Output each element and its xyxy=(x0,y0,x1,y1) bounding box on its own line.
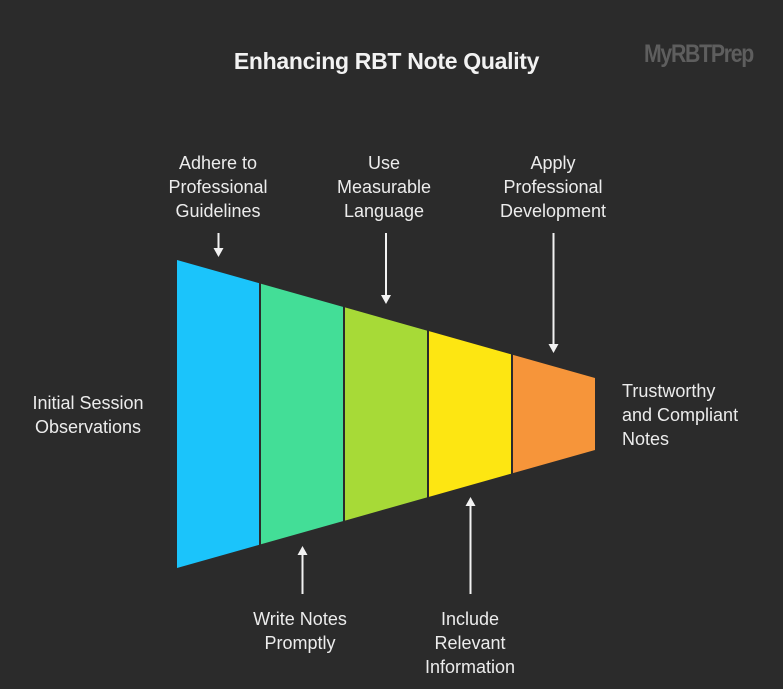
stage-label-line: Use xyxy=(367,153,400,173)
arrow-down-icon xyxy=(213,233,224,257)
start-label-line: Initial Session xyxy=(32,393,144,413)
arrow-up-icon xyxy=(465,497,476,594)
funnel-segment xyxy=(177,260,259,568)
end-label-line: and Compliant xyxy=(622,405,739,425)
stage-label-line: Professional xyxy=(168,177,268,197)
stage-label-line: Relevant xyxy=(434,633,506,653)
stage-label-adhere: Adhere to Professional Guidelines xyxy=(148,151,288,223)
stage-label-relevant: Include Relevant Information xyxy=(400,607,540,679)
stage-label-development: Apply Professional Development xyxy=(483,151,623,223)
funnel-segment xyxy=(429,331,511,497)
stage-label-line: Language xyxy=(343,201,425,221)
stage-label-line: Professional xyxy=(503,177,603,197)
stage-label-measurable: Use Measurable Language xyxy=(314,151,454,223)
stage-label-line: Information xyxy=(424,657,516,677)
watermark-logo: MyRBTPrep xyxy=(644,40,754,68)
funnel-segment xyxy=(513,354,595,474)
stage-label-line: Apply xyxy=(530,153,576,173)
stage-label-line: Measurable xyxy=(336,177,432,197)
stage-label-prompt: Write Notes Promptly xyxy=(230,607,370,655)
arrow-up-icon xyxy=(297,546,308,594)
start-label-line: Observations xyxy=(34,417,142,437)
arrow-down-icon xyxy=(381,233,391,304)
end-label-line: Notes xyxy=(622,429,670,449)
funnel-segment xyxy=(345,307,427,521)
stage-label-line: Promptly xyxy=(264,633,336,653)
stage-label-line: Include xyxy=(440,609,500,629)
stage-label-line: Development xyxy=(499,201,607,221)
funnel-segment xyxy=(261,283,343,545)
stage-label-line: Guidelines xyxy=(175,201,261,221)
start-label: Initial Session Observations xyxy=(18,391,158,439)
end-label: Trustworthy and Compliant Notes xyxy=(622,379,738,451)
arrow-down-icon xyxy=(548,233,559,353)
stage-label-line: Adhere to xyxy=(178,153,258,173)
stage-label-line: Write Notes xyxy=(253,609,347,629)
diagram-title: Enhancing RBT Note Quality xyxy=(233,48,540,74)
end-label-line: Trustworthy xyxy=(622,381,716,401)
